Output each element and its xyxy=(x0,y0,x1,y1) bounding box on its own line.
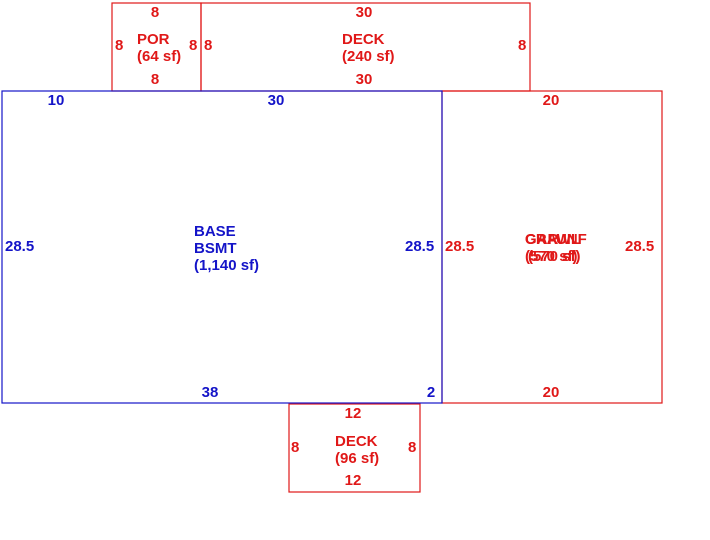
deck-top-dim-right: 8 xyxy=(518,37,526,54)
base-dim-top: 30 xyxy=(268,92,285,109)
garage-dim-bottom: 20 xyxy=(543,384,560,401)
deck-bottom-name: DECK xyxy=(335,433,378,450)
base-name-2: BSMT xyxy=(194,240,237,257)
base-outline xyxy=(1,90,443,404)
porch-area: (64 sf) xyxy=(137,48,181,65)
garage-area-a: (570 sf) xyxy=(525,248,578,265)
garage-name-crawl: CRAWL xyxy=(525,231,580,248)
deck-top-area: (240 sf) xyxy=(342,48,395,65)
porch-dim-top: 8 xyxy=(151,4,159,21)
garage-area-b: (570 sf) xyxy=(528,248,581,265)
base-dim-right: 28.5 xyxy=(405,238,434,255)
deck-bottom-dim-top: 12 xyxy=(345,405,362,422)
garage-dim-top: 20 xyxy=(543,92,560,109)
base-dim-bottom-right: 2 xyxy=(427,384,435,401)
base-dim-left: 28.5 xyxy=(5,238,34,255)
porch-dim-left: 8 xyxy=(115,37,123,54)
deck-bottom-outline xyxy=(288,403,421,493)
deck-bottom-dim-left: 8 xyxy=(291,439,299,456)
base-dim-top-left: 10 xyxy=(48,92,65,109)
base-area: (1,140 sf) xyxy=(194,257,259,274)
deck-top-dim-top: 30 xyxy=(356,4,373,21)
deck-bottom-dim-right: 8 xyxy=(408,439,416,456)
porch-name: POR xyxy=(137,31,170,48)
porch-dim-right: 8 xyxy=(189,37,197,54)
deck-bottom-area: (96 sf) xyxy=(335,450,379,467)
deck-top-dim-bottom: 30 xyxy=(356,71,373,88)
deck-bottom-dim-bottom: 12 xyxy=(345,472,362,489)
garage-name-unf: UNF xyxy=(556,231,587,248)
deck-top-name: DECK xyxy=(342,31,385,48)
garage-dim-right: 28.5 xyxy=(625,238,654,255)
garage-dim-left: 28.5 xyxy=(445,238,474,255)
garage-name-gar: GAR xyxy=(525,231,559,248)
base-dim-bottom: 38 xyxy=(202,384,219,401)
porch-dim-bottom: 8 xyxy=(151,71,159,88)
base-name: BASE xyxy=(194,223,236,240)
deck-top-dim-left: 8 xyxy=(204,37,212,54)
